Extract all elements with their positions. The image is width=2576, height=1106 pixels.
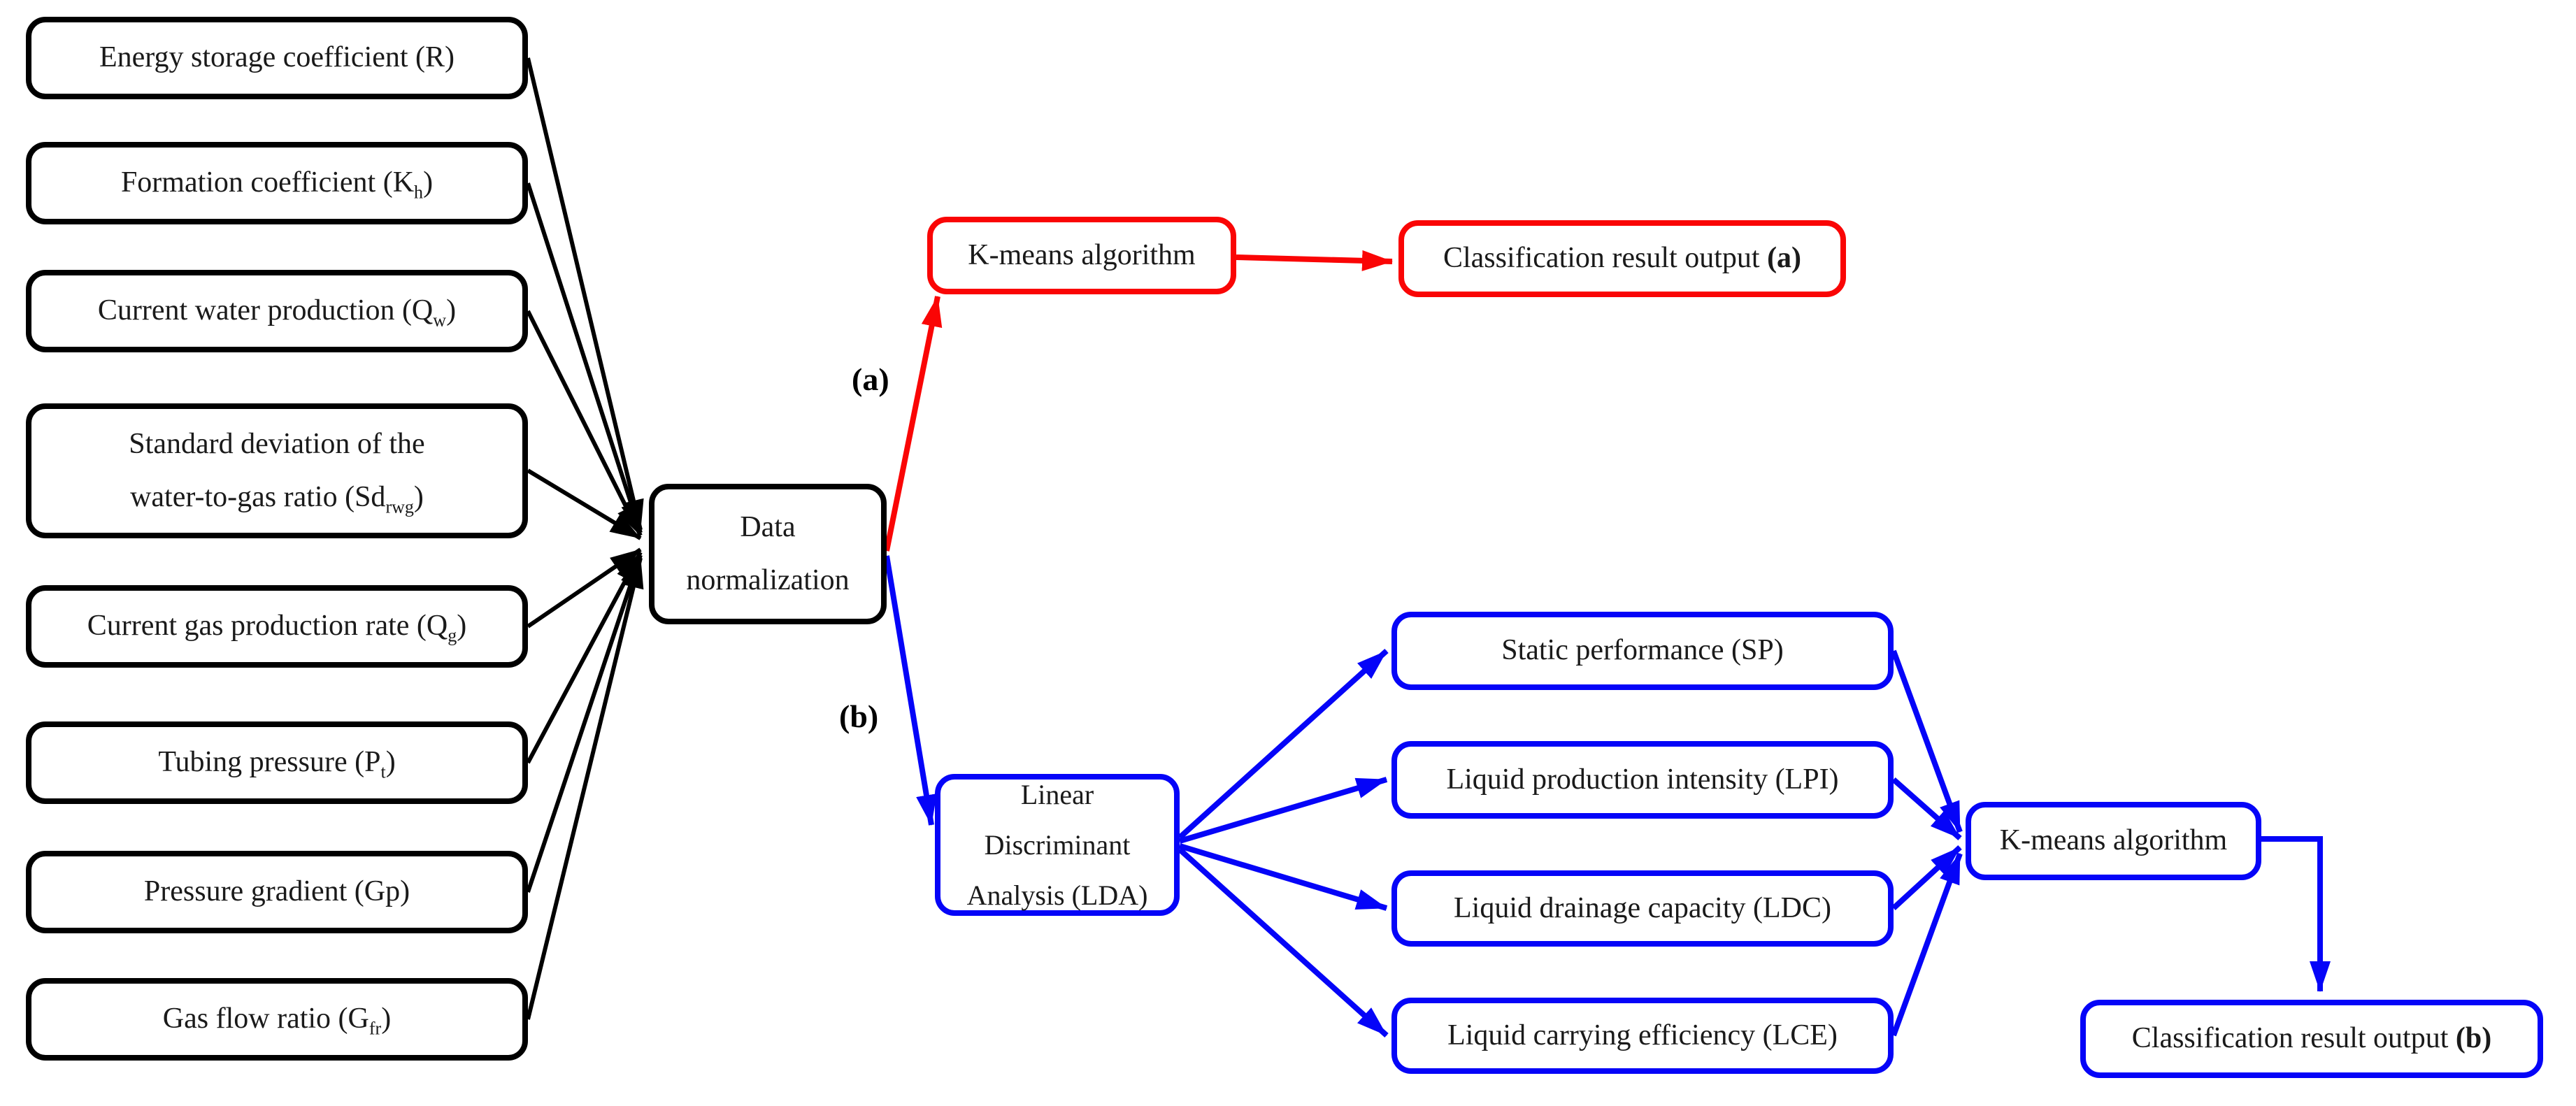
node-label: Standard deviation of the water-to-gas r…	[129, 427, 425, 517]
node-label: Pressure gradient (Gp)	[143, 875, 410, 908]
arrow-input-pt	[526, 551, 643, 764]
arrow-lda-to-lce	[1178, 847, 1389, 1037]
node-label: K-means algorithm	[968, 238, 1196, 271]
node-label: K-means algorithm	[1999, 824, 2228, 857]
node-label: Energy storage coefficient (R)	[99, 41, 455, 74]
node-label: Formation coefficient (Kh)	[120, 166, 434, 203]
node-label: Data normalization	[686, 510, 850, 596]
node-label: Static performance (SP)	[1501, 634, 1784, 667]
node-current-gas-production-rate: Current gas production rate (Qg)	[26, 585, 528, 668]
node-label: Liquid production intensity (LPI)	[1446, 763, 1839, 796]
arrow-input-r	[526, 57, 644, 531]
node-liquid-production-intensity: Liquid production intensity (LPI)	[1391, 741, 1894, 819]
arrow-kmeans-b-to-output-b	[2261, 836, 2331, 992]
node-label: Classification result output (b)	[2131, 1022, 2492, 1055]
node-liquid-drainage-capacity: Liquid drainage capacity (LDC)	[1391, 870, 1894, 947]
node-label: Liquid carrying efficiency (LCE)	[1447, 1019, 1838, 1051]
node-kmeans-algorithm-b: K-means algorithm	[1966, 802, 2261, 880]
node-label: Tubing pressure (Pt)	[158, 746, 396, 782]
arrow-sp-to-kmeans-b	[1891, 649, 1963, 833]
arrow-lda-to-sp	[1178, 649, 1389, 840]
arrow-input-kh	[526, 182, 643, 533]
node-tubing-pressure: Tubing pressure (Pt)	[26, 721, 528, 804]
arrow-input-sdrwg	[527, 468, 642, 540]
branch-a-label: (a)	[852, 361, 889, 397]
node-formation-coefficient: Formation coefficient (Kh)	[26, 142, 528, 224]
node-label: Gas flow ratio (Gfr)	[162, 1003, 392, 1039]
arrow-norm-to-kmeans-a	[884, 296, 943, 552]
node-standard-deviation-wgr: Standard deviation of the water-to-gas r…	[26, 403, 528, 538]
node-classification-result-output-a: Classification result output (a)	[1398, 220, 1846, 297]
node-label: Current gas production rate (Qg)	[87, 610, 467, 646]
node-label: Current water production (Qw)	[97, 294, 457, 331]
arrow-input-gfr	[526, 557, 644, 1020]
node-liquid-carrying-efficiency: Liquid carrying efficiency (LCE)	[1391, 998, 1894, 1074]
node-static-performance: Static performance (SP)	[1391, 612, 1894, 690]
node-classification-result-output-b: Classification result output (b)	[2080, 1000, 2543, 1078]
arrow-input-qw	[526, 310, 643, 537]
node-label: Linear Discriminant Analysis (LDA)	[966, 778, 1148, 911]
node-data-normalization: Data normalization	[649, 484, 887, 624]
arrow-norm-to-lda	[884, 555, 937, 826]
node-label: Classification result output (a)	[1443, 242, 1802, 275]
arrow-lce-to-kmeans-b	[1891, 852, 1963, 1037]
arrow-lpi-to-kmeans-b	[1891, 777, 1962, 840]
arrow-lda-to-ldc	[1178, 843, 1388, 911]
node-lda: Linear Discriminant Analysis (LDA)	[935, 774, 1180, 916]
arrow-input-gp	[526, 554, 643, 893]
node-kmeans-algorithm-a: K-means algorithm	[927, 217, 1236, 294]
arrow-lda-to-lpi	[1178, 777, 1388, 844]
node-label: Liquid drainage capacity (LDC)	[1454, 891, 1831, 924]
node-current-water-production: Current water production (Qw)	[26, 270, 528, 352]
node-gas-flow-ratio: Gas flow ratio (Gfr)	[26, 978, 528, 1061]
node-energy-storage-coefficient: Energy storage coefficient (R)	[26, 17, 528, 99]
arrow-kmeans-a-to-output-a	[1236, 250, 1393, 271]
node-pressure-gradient: Pressure gradient (Gp)	[26, 851, 528, 933]
branch-b-label: (b)	[839, 698, 879, 734]
